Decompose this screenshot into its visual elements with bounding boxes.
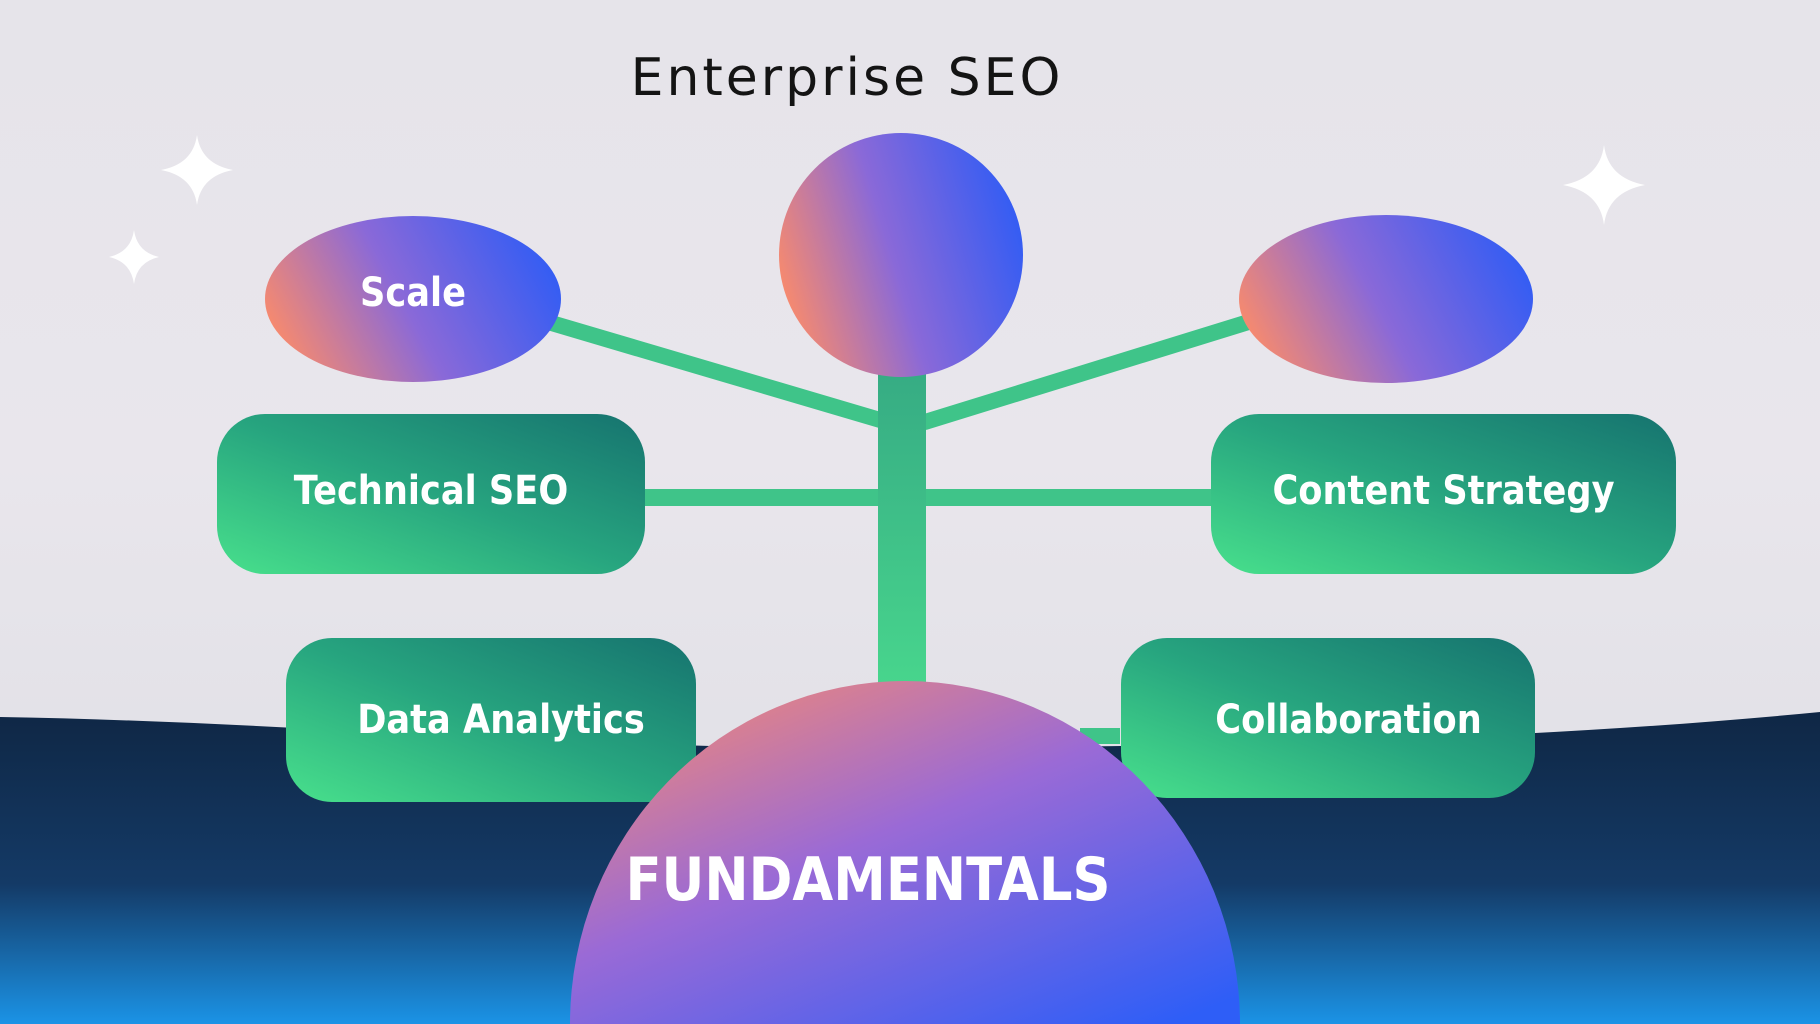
diagram-title: Enterprise SEO [630,48,1064,108]
sparkle-icon [1563,145,1645,225]
fundamentals-label: FUNDAMENTALS [625,845,1111,915]
node-content-strategy [1211,414,1676,574]
node-scale [265,216,561,382]
node-technical-seo [217,414,645,574]
node-fundamentals [570,681,1240,1024]
connector-scale [540,314,888,428]
scale-label: Scale [360,270,466,316]
node-top-center [779,133,1023,377]
data-analytics-label: Data Analytics [357,697,645,743]
content-strategy-label: Content Strategy [1272,468,1615,514]
sparkle-icon [109,230,159,284]
node-collaboration [1121,638,1535,798]
collaboration-label: Collaboration [1215,697,1482,743]
central-stem [878,352,926,692]
connector-content-strategy [924,489,1214,506]
connector-top-right [917,312,1263,430]
sparkle-icon [161,135,233,205]
technical-seo-label: Technical SEO [293,468,569,514]
node-top-right [1239,215,1533,383]
connector-technical-seo [600,489,880,506]
node-data-analytics [286,638,696,802]
